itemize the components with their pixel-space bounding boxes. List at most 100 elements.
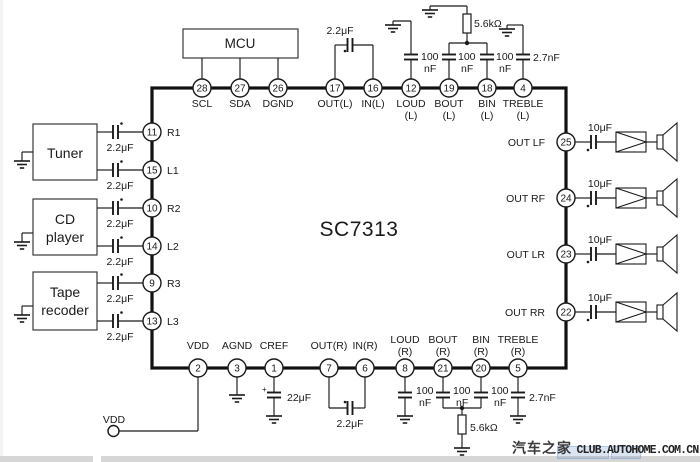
svg-text:nF: nF [419, 397, 431, 409]
pin-label-r3: R3 [167, 278, 181, 290]
capacitor-symbol [112, 238, 119, 254]
svg-text:22: 22 [560, 308, 572, 319]
svg-text:7: 7 [326, 364, 332, 375]
capacitor-symbol [479, 53, 495, 61]
pin-labels: SCL SDA DGND OUT(L) IN(L) LOUD (L) BOUT … [167, 98, 545, 358]
pin-3: 3 [227, 358, 247, 378]
pin-9: 9 [142, 273, 162, 293]
pin-label-bout-l: BOUT [434, 98, 464, 110]
capacitor-symbol [590, 246, 597, 262]
pin-23: 23 [556, 244, 576, 264]
cap-value: 100 [458, 51, 476, 63]
left-input-caps [97, 122, 143, 329]
cap-value: 10μF [588, 292, 612, 304]
speaker-symbol [656, 292, 678, 332]
speaker-symbol [656, 234, 678, 274]
capacitor-symbol [515, 53, 531, 61]
capacitor-symbol [435, 391, 451, 399]
svg-text:9: 9 [149, 279, 155, 290]
pin-25: 25 [556, 132, 576, 152]
pin-11: 11 [142, 122, 162, 142]
capacitor-symbol [112, 124, 119, 140]
ic-sc7313: SC7313 [150, 86, 568, 370]
pin-5: 5 [508, 358, 528, 378]
resistor-symbol [457, 414, 467, 435]
capacitor-symbol [403, 53, 419, 61]
svg-text:19: 19 [443, 84, 455, 95]
pin-label-bout-r: BOUT [428, 334, 458, 346]
ground-symbol [13, 156, 31, 169]
svg-text:3: 3 [234, 364, 240, 375]
capacitor-symbol [112, 162, 119, 178]
resistor-value: 5.6kΩ [470, 422, 498, 434]
ground-symbol [13, 310, 31, 323]
ground-symbol [509, 411, 527, 424]
output-chain-lr [575, 234, 678, 274]
pin-label-cref: CREF [260, 340, 289, 352]
svg-text:1: 1 [271, 364, 277, 375]
svg-text:11: 11 [147, 128, 158, 139]
pin-26: 26 [268, 78, 288, 98]
pin-24: 24 [556, 188, 576, 208]
pin-label-in-l: IN(L) [361, 98, 384, 110]
cap-value: 2.2μF [326, 25, 353, 37]
watermark-highlight [611, 446, 641, 459]
polarity-plus: + [262, 385, 267, 394]
pin-label-loud-l: LOUD [396, 98, 426, 110]
pin-label-out-r: OUT(R) [311, 340, 348, 352]
capacitor-symbol [266, 391, 282, 399]
pin-4: 4 [513, 78, 533, 98]
svg-text:8: 8 [402, 364, 408, 375]
svg-text:18: 18 [481, 84, 493, 95]
pin-16: 16 [363, 78, 383, 98]
svg-text:27: 27 [234, 84, 246, 95]
pin-label-dgnd: DGND [263, 98, 294, 110]
cap-value: 2.7nF [529, 392, 556, 404]
cap-value: 2.2μF [336, 418, 363, 430]
pin-label-l3: L3 [167, 316, 179, 328]
watermark-domain: CLUB.AUTOHOME.COM.CN [576, 444, 699, 457]
amplifier-symbol [615, 131, 647, 153]
pin-28: 28 [192, 78, 212, 98]
pin-label-r1: R1 [167, 127, 181, 139]
output-chains [575, 122, 678, 332]
pin-8: 8 [395, 358, 415, 378]
svg-text:nF: nF [461, 63, 473, 75]
svg-text:4: 4 [520, 84, 526, 95]
pin-27: 27 [230, 78, 250, 98]
svg-text:2: 2 [195, 364, 201, 375]
svg-text:nF: nF [499, 63, 511, 75]
svg-text:(L): (L) [443, 110, 456, 122]
pin-22: 22 [556, 302, 576, 322]
pin-label-agnd: AGND [222, 340, 253, 352]
cap-value: 2.2μF [106, 331, 133, 343]
svg-text:(L): (L) [481, 110, 494, 122]
svg-text:(R): (R) [436, 346, 451, 358]
ground-symbol [453, 443, 471, 456]
svg-text:25: 25 [560, 138, 572, 149]
cap-value: 100 [416, 385, 434, 397]
pin-label-bin-r: BIN [472, 334, 490, 346]
vdd-terminal-label: VDD [103, 414, 126, 426]
cap-value: 100 [453, 385, 471, 397]
pin-2: 2 [188, 358, 208, 378]
tape-label2: recoder [41, 302, 89, 318]
pin-label-vdd: VDD [187, 340, 210, 352]
svg-text:12: 12 [405, 84, 417, 95]
pin-6: 6 [355, 358, 375, 378]
pin-label-r2: R2 [167, 203, 181, 215]
mcu-label: MCU [225, 36, 256, 51]
cd-player-label2: player [46, 229, 84, 245]
ic-name: SC7313 [320, 218, 399, 241]
speaker-symbol [656, 122, 678, 162]
capacitor-symbol [590, 134, 597, 150]
svg-text:21: 21 [437, 364, 449, 375]
svg-text:nF: nF [456, 397, 468, 409]
capacitor-symbol [590, 190, 597, 206]
svg-text:24: 24 [560, 194, 572, 205]
component-values: 2.2μF 100 nF 100 nF 100 nF 5.6kΩ 2.7nF V… [103, 18, 612, 434]
cap-value: 100 [496, 51, 514, 63]
pin-label-loud-r: LOUD [390, 334, 420, 346]
speaker-symbol [656, 178, 678, 218]
